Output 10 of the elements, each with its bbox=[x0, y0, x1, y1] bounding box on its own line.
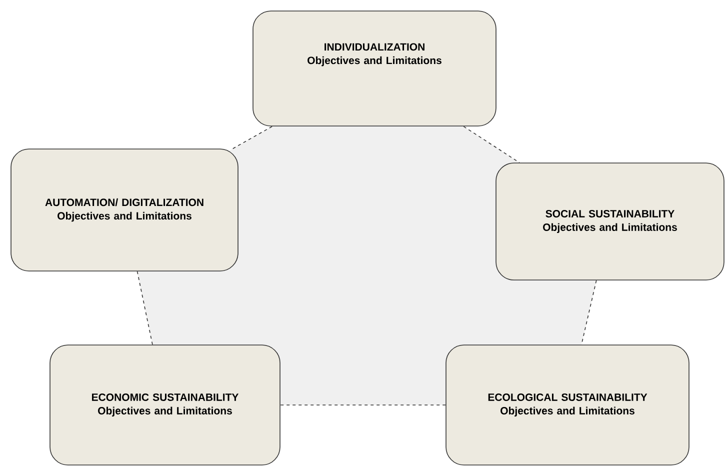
connector-line bbox=[581, 280, 597, 345]
topic-box: SOCIAL SUSTAINABILITY Objectives and Limitations bbox=[496, 162, 724, 280]
connector-line bbox=[463, 126, 520, 163]
topic-box: INDIVIDUALIZATION Objectives and Limitations bbox=[252, 10, 496, 126]
topic-box: ECOLOGICAL SUSTAINABILITY Objectives and Limitations bbox=[446, 344, 690, 466]
connector-line bbox=[232, 126, 273, 149]
connector-line bbox=[280, 404, 446, 406]
topic-box: ECONOMIC SUSTAINABILITY Objectives and Limitations bbox=[50, 344, 280, 466]
topic-box: AUTOMATION/ DIGITALIZATION Objectives and Limitations bbox=[10, 148, 238, 272]
connector-line bbox=[136, 271, 153, 345]
